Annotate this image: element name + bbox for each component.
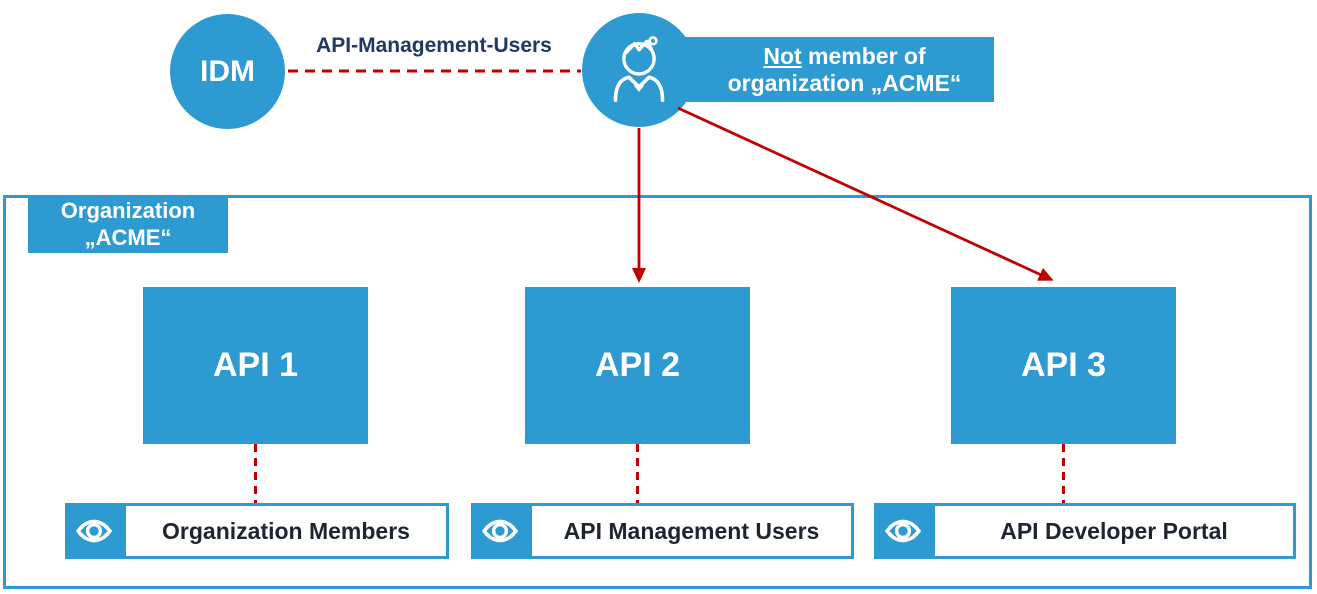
api-1-box: API 1 [143,287,368,444]
user-banner-line2: organization „ACME“ [727,69,962,96]
portal-label-box: API Developer Portal [932,503,1296,559]
eye-icon [76,519,112,543]
api-2-box: API 2 [525,287,750,444]
organization-label-line2: „ACME“ [84,225,172,250]
idm-user-connector-label: API-Management-Users [316,34,552,57]
portal-label-box: Organization Members [123,503,449,559]
eye-icon [885,519,921,543]
user-banner-line1-rest: member of [801,42,926,69]
organization-label-line1: Organization [60,198,196,223]
user-banner-text: Not member of organization „ACME“ [695,37,994,102]
idm-node-label: IDM [200,54,255,88]
api-1-label: API 1 [212,346,299,384]
eye-icon [482,519,518,543]
eye-badge [471,503,529,559]
person-icon [613,36,665,103]
user-banner-not-word: Not [763,42,802,69]
portal-label-box: API Management Users [529,503,854,559]
user-banner: Not member of organization „ACME“ [655,37,994,102]
portal-row-api-developer-portal: API Developer Portal [874,503,1296,559]
user-node [582,13,696,127]
eye-badge [874,503,932,559]
api-3-label: API 3 [1020,346,1107,384]
organization-acme-label: Organization „ACME“ [28,195,228,253]
api-3-box: API 3 [951,287,1176,444]
user-banner-line1: Not member of [763,43,925,70]
api-2-label: API 2 [594,346,681,384]
portal-row-organization-members: Organization Members [65,503,449,559]
eye-badge [65,503,123,559]
organization-acme-container [3,195,1312,589]
idm-node: IDM [170,14,285,129]
portal-row-api-management-users: API Management Users [471,503,854,559]
